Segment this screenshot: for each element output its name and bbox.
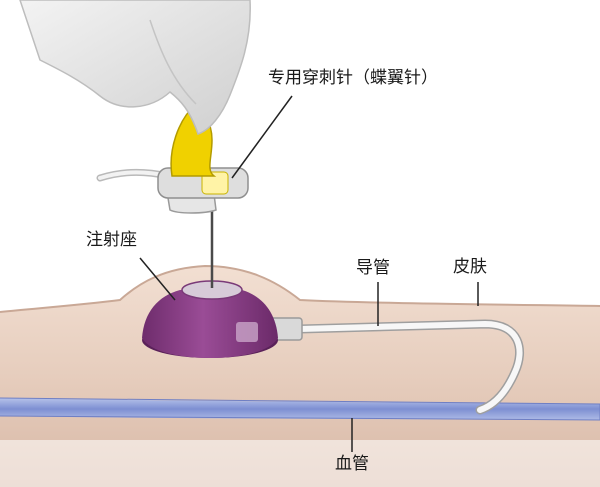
catheter-tube-highlight — [297, 320, 523, 413]
skin-outline — [0, 264, 600, 313]
skin-fade — [0, 440, 600, 487]
finger-crease — [149, 19, 197, 105]
skin-label: 皮肤 — [453, 257, 487, 277]
port-leader-line — [139, 257, 176, 301]
vessel-label: 血管 — [335, 454, 369, 474]
needle-leader-line — [231, 95, 293, 179]
catheter-label: 导管 — [356, 258, 390, 278]
needle-hub-window — [201, 171, 229, 195]
hand — [19, 0, 251, 135]
port-outlet — [236, 322, 258, 342]
port-label: 注射座 — [86, 230, 137, 250]
needle-label: 专用穿刺针（蝶翼针） — [268, 68, 438, 88]
